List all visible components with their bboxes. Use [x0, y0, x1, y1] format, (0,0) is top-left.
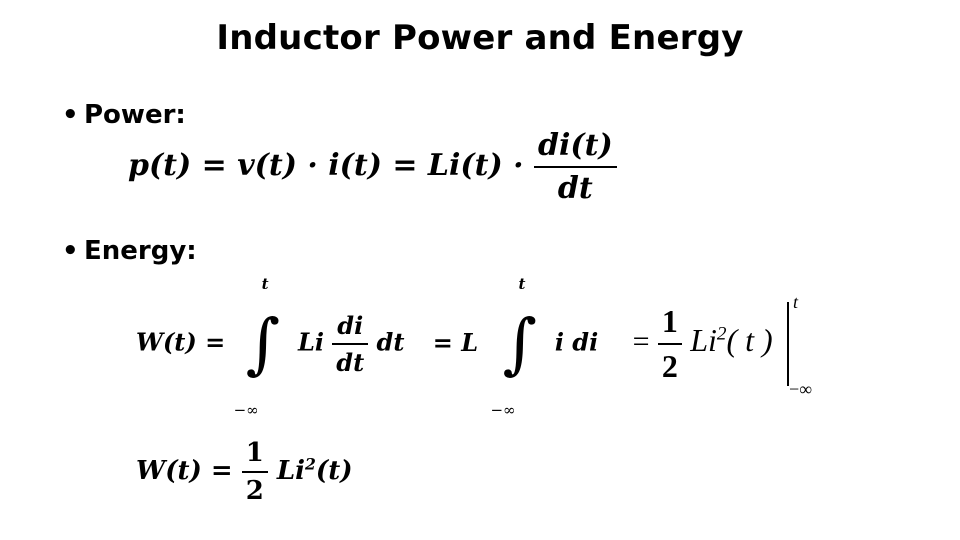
energy-equation-lhs: W(t) = [136, 327, 226, 357]
fraction-bar [241, 471, 268, 473]
integral-sign: ∫ t −∞ [233, 275, 280, 419]
energy-equation: W(t) = ∫ t −∞ Li di dt dt = L ∫ t −∞ i d… [136, 275, 812, 419]
bullet-power-label: Power: [84, 100, 186, 130]
result-body-text: Li [690, 321, 717, 358]
integral-upper-limit: t [518, 275, 526, 293]
final-argument: (t) [315, 456, 353, 486]
bullet-marker: • [62, 236, 79, 266]
integrand-prefix: Li [297, 327, 324, 357]
result-argument: ( t ) [726, 321, 773, 358]
final-half-denominator: 2 [245, 476, 264, 506]
energy-middle-term: = L [432, 327, 479, 357]
energy-frac-denominator: dt [336, 348, 365, 377]
energy-frac-numerator: di [337, 311, 364, 340]
half-denominator: 2 [661, 348, 678, 384]
final-half-fraction: 1 2 [241, 438, 268, 506]
power-derivative-fraction: di(t) dt [534, 128, 617, 206]
half-numerator: 1 [661, 303, 678, 339]
second-integrand: i di [554, 327, 599, 357]
evaluation-upper: t [793, 292, 799, 312]
energy-derivative-fraction: di dt [332, 311, 369, 377]
result-exponent: 2 [716, 322, 727, 344]
fraction-bar [657, 343, 682, 345]
final-energy-equation: W(t) = 1 2 Li2(t) [136, 438, 353, 506]
result-body: Li2( t ) [690, 322, 772, 358]
integral-upper-limit: t [261, 275, 269, 293]
bullet-energy: •Energy: [62, 236, 197, 266]
result-equals: = [632, 324, 650, 358]
power-frac-numerator: di(t) [538, 128, 613, 163]
integrand-differential: dt [376, 327, 405, 357]
bullet-power: •Power: [62, 100, 186, 130]
integral-lower-limit: −∞ [233, 401, 259, 419]
power-equation-lhs: p(t) = v(t) · i(t) = Li(t) · [128, 148, 524, 183]
evaluation-bar: t −∞ [787, 292, 812, 399]
fraction-bar [332, 343, 369, 345]
integral-sign: ∫ t −∞ [490, 275, 537, 419]
fraction-bar [534, 166, 617, 168]
bullet-energy-label: Energy: [84, 236, 197, 266]
page-title: Inductor Power and Energy [216, 18, 744, 58]
final-half-numerator: 1 [245, 438, 264, 468]
final-exponent: 2 [305, 454, 316, 474]
evaluation-lower: −∞ [789, 379, 813, 399]
half-fraction: 1 2 [657, 303, 682, 385]
power-equation: p(t) = v(t) · i(t) = Li(t) · di(t) dt [128, 128, 617, 206]
final-equation-lhs: W(t) = [136, 456, 233, 486]
bullet-marker: • [62, 100, 79, 130]
integral-lower-limit: −∞ [490, 401, 516, 419]
power-frac-denominator: dt [557, 171, 593, 206]
final-body: Li [276, 456, 306, 486]
